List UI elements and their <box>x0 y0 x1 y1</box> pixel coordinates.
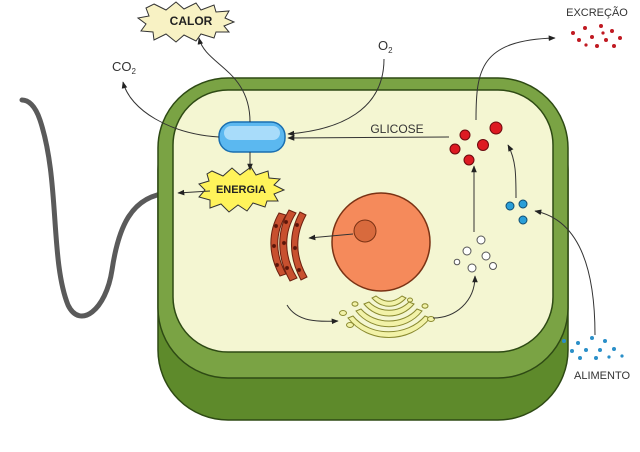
white-vesicles <box>453 235 497 273</box>
excretion-label: EXCREÇÃO <box>566 6 628 19</box>
flagellum <box>19 97 173 319</box>
starburst-icon <box>198 166 286 213</box>
energy-label: ENERGIA <box>216 184 266 196</box>
food-particles <box>562 336 624 360</box>
carbon-dioxide-label: CO2 <box>112 59 137 76</box>
carbon-dioxide-subscript: 2 <box>132 67 137 76</box>
excretion-particles <box>571 24 622 48</box>
oxygen-text: O <box>378 38 388 53</box>
food-label: ALIMENTO <box>574 370 630 382</box>
nucleus <box>331 192 431 292</box>
blue-vesicles <box>505 199 528 225</box>
oxygen-label: O2 <box>378 38 393 55</box>
starburst-icon <box>136 1 236 43</box>
red-vesicles <box>449 121 503 166</box>
flow-arrows <box>121 35 596 336</box>
glucose-label: GLICOSE <box>370 122 423 136</box>
oxygen-subscript: 2 <box>388 46 393 55</box>
nucleolus <box>353 219 377 243</box>
energy-burst: ENERGIA <box>198 166 286 213</box>
heat-label: CALOR <box>170 14 213 28</box>
golgi-apparatus <box>339 295 435 338</box>
carbon-dioxide-text: CO <box>112 59 132 74</box>
endoplasmic-reticulum <box>270 209 308 282</box>
mitochondrion <box>218 121 286 153</box>
heat-burst: CALOR <box>136 1 236 43</box>
